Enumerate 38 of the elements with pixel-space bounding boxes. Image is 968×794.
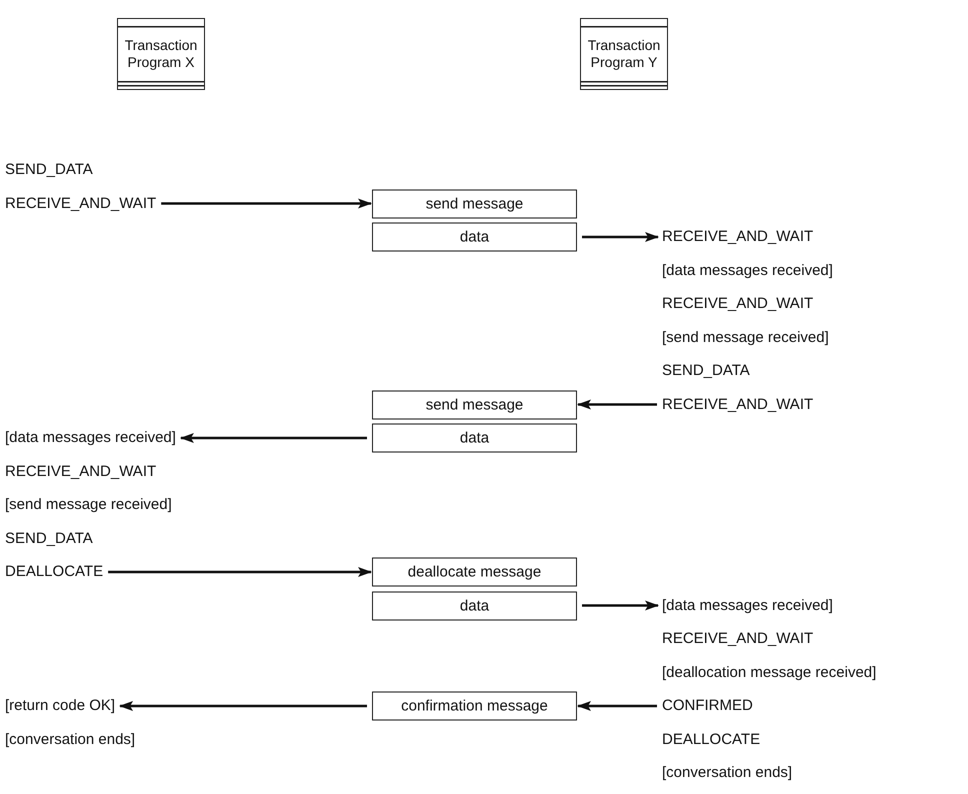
arrow (180, 433, 367, 443)
state-text: RECEIVE_AND_WAIT (5, 462, 156, 480)
verb-text: CONFIRMED (662, 697, 753, 715)
state-text: [conversation ends] (662, 764, 792, 782)
program-box: Transaction Program Y (580, 18, 668, 90)
state-text: [send message received] (5, 496, 172, 514)
state-text: RECEIVE_AND_WAIT (662, 295, 814, 313)
message-box: data (372, 222, 577, 252)
message-box: confirmation message (372, 692, 577, 720)
state-text: SEND_DATA (662, 362, 750, 380)
state-text: [deallocation message received] (662, 664, 876, 682)
state-text: [data messages received] (662, 262, 833, 280)
verb-text: RECEIVE_AND_WAIT (5, 194, 156, 212)
verb-text: [data messages received] (5, 429, 176, 447)
state-text: SEND_DATA (5, 530, 93, 548)
state-text: RECEIVE_AND_WAIT (662, 630, 814, 648)
arrow (582, 232, 659, 242)
program-box: Transaction Program X (117, 18, 205, 90)
arrow (582, 600, 659, 610)
arrow (577, 701, 657, 711)
state-text: DEALLOCATE (662, 730, 760, 748)
message-box: send message (372, 390, 577, 419)
arrow (119, 701, 367, 711)
message-box: deallocate message (372, 558, 577, 586)
message-box: send message (372, 189, 577, 218)
verb-text: DEALLOCATE (5, 563, 104, 581)
arrow (161, 198, 372, 208)
verb-text: RECEIVE_AND_WAIT (662, 396, 814, 414)
state-text: [conversation ends] (5, 730, 136, 748)
state-text: [send message received] (662, 328, 829, 346)
state-text: SEND_DATA (5, 161, 93, 179)
message-box: data (372, 591, 577, 620)
verb-text: RECEIVE_AND_WAIT (662, 228, 814, 246)
arrow (108, 567, 372, 577)
verb-text: [return code OK] (5, 697, 116, 715)
verb-text: [data messages received] (662, 596, 833, 614)
arrow (577, 400, 657, 410)
message-box: data (372, 424, 577, 452)
